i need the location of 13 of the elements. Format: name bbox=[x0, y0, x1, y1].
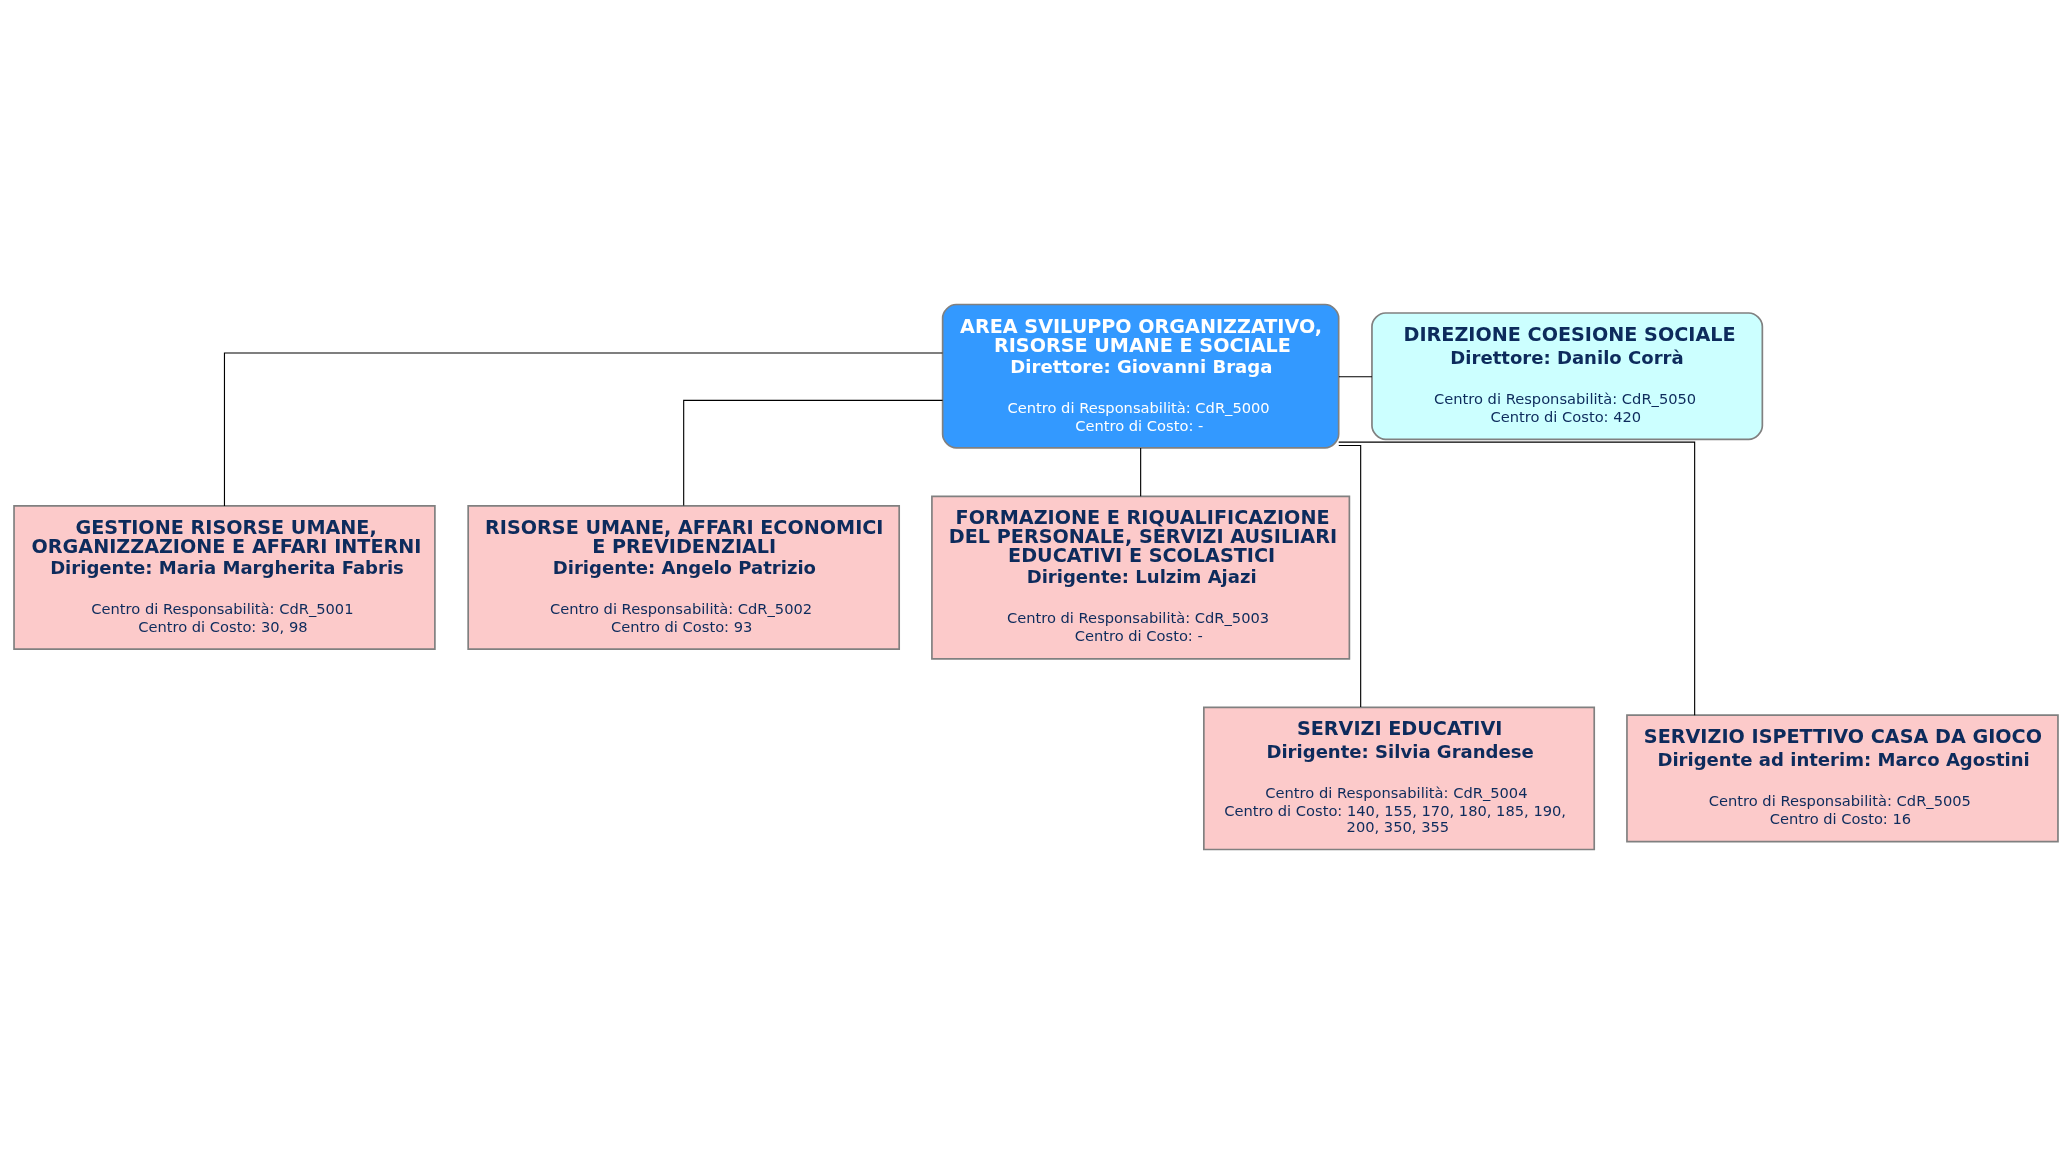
node-box: SERVIZI EDUCATIVI Dirigente: Silvia Grandese Centro di Responsabilità: CdR_5004 Centro di Costo: 140, 155, 170, 180, 185, 190, 200, 350, 355 bbox=[1203, 706, 1596, 851]
connector bbox=[683, 399, 944, 507]
node-box: AREA SVILUPPO ORGANIZZATIVO, RISORSE UMANE E SOCIALE Direttore: Giovanni Braga Centro di Responsabilità: CdR_5000 Centro di Costo: - bbox=[941, 303, 1340, 449]
connector bbox=[1338, 441, 1696, 716]
connector bbox=[1338, 376, 1373, 378]
node-box: GESTIONE RISORSE UMANE, ORGANIZZAZIONE E AFFARI INTERNI Dirigente: Maria Margherita Fabris Centro di Responsabilità: CdR_5001 Centro di Costo: 30, 98 bbox=[13, 505, 436, 651]
connector bbox=[1338, 445, 1362, 708]
connector bbox=[223, 352, 943, 507]
node-box: FORMAZIONE E RIQUALIFICAZIONE DEL PERSONALE, SERVIZI AUSILIARI EDUCATIVI E SCOLASTICI Dirigente: Lulzim Ajazi Centro di Responsabilità: CdR_5003 Centro di Costo: - bbox=[931, 495, 1351, 660]
node-box: SERVIZIO ISPETTIVO CASA DA GIOCO Dirigente ad interim: Marco Agostini Centro di Responsabilità: CdR_5005 Centro di Costo: 16 bbox=[1626, 714, 2059, 843]
connector bbox=[1140, 447, 1142, 497]
node-box: DIREZIONE COESIONE SOCIALE Direttore: Danilo Corrà Centro di Responsabilità: CdR_5050 Centro di Costo: 420 bbox=[1371, 312, 1764, 441]
node-box: RISORSE UMANE, AFFARI ECONOMICI E PREVIDENZIALI Dirigente: Angelo Patrizio Centro di Responsabilità: CdR_5002 Centro di Costo: 93 bbox=[467, 505, 901, 651]
